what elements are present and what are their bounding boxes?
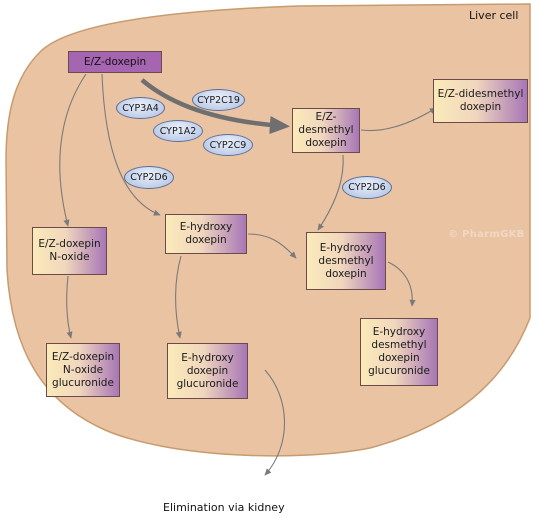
arrow-doxepin-to-desmethyl (140, 78, 291, 135)
arrow-e-hydroxy-to-e-hydroxy-desmethyl (247, 233, 297, 259)
arrow-to-kidney (264, 369, 286, 476)
enzyme-cyp2d6-left: CYP2D6 (124, 166, 174, 189)
compound-e-hydroxy-doxepin-glucuronide: E-hydroxy doxepin glucuronide (167, 343, 248, 399)
enzyme-cyp2c9: CYP2C9 (203, 134, 253, 156)
compound-e-z-desmethyl-doxepin: E/Z-desmethyl doxepin (292, 108, 360, 153)
compound-e-z-doxepin: E/Z-doxepin (68, 51, 162, 73)
enzyme-cyp3a4: CYP3A4 (116, 97, 165, 119)
enzyme-cyp1a2: CYP1A2 (153, 120, 203, 142)
compound-e-hydroxy-desmethyl-doxepin: E-hydroxy desmethyl doxepin (306, 232, 386, 290)
compound-e-hydroxy-desmethyl-doxepin-glucuronide: E-hydroxy desmethyl doxepin glucuronide (360, 318, 438, 386)
arrow-doxepin-to-n-oxide (59, 73, 87, 227)
arrow-e-hydroxy-desmethyl-to-gluc (387, 261, 416, 307)
compound-e-z-doxepin-n-oxide-glucuronide: E/Z-doxepin N-oxide glucuronide (46, 343, 120, 397)
arrow-n-oxide-to-gluc (66, 275, 73, 339)
arrow-e-hydroxy-to-gluc (175, 255, 182, 339)
enzyme-cyp2d6-right: CYP2D6 (342, 176, 392, 199)
enzyme-cyp2c19: CYP2C19 (192, 89, 245, 111)
arrow-desmethyl-to-e-hydroxy-desmethyl (317, 154, 344, 231)
arrow-desmethyl-to-didesmethyl (360, 107, 437, 132)
compound-e-z-didesmethyl-doxepin: E/Z-didesmethyl doxepin (433, 79, 528, 123)
pharmgkb-watermark: © PharmGKB (448, 229, 525, 240)
compound-e-z-doxepin-n-oxide: E/Z-doxepin N-oxide (32, 227, 107, 275)
elimination-label: Elimination via kidney (163, 501, 285, 514)
arrow-doxepin-to-e-hydroxy (101, 73, 161, 216)
compound-e-hydroxy-doxepin: E-hydroxy doxepin (165, 214, 247, 254)
liver-cell-label: Liver cell (469, 9, 519, 22)
